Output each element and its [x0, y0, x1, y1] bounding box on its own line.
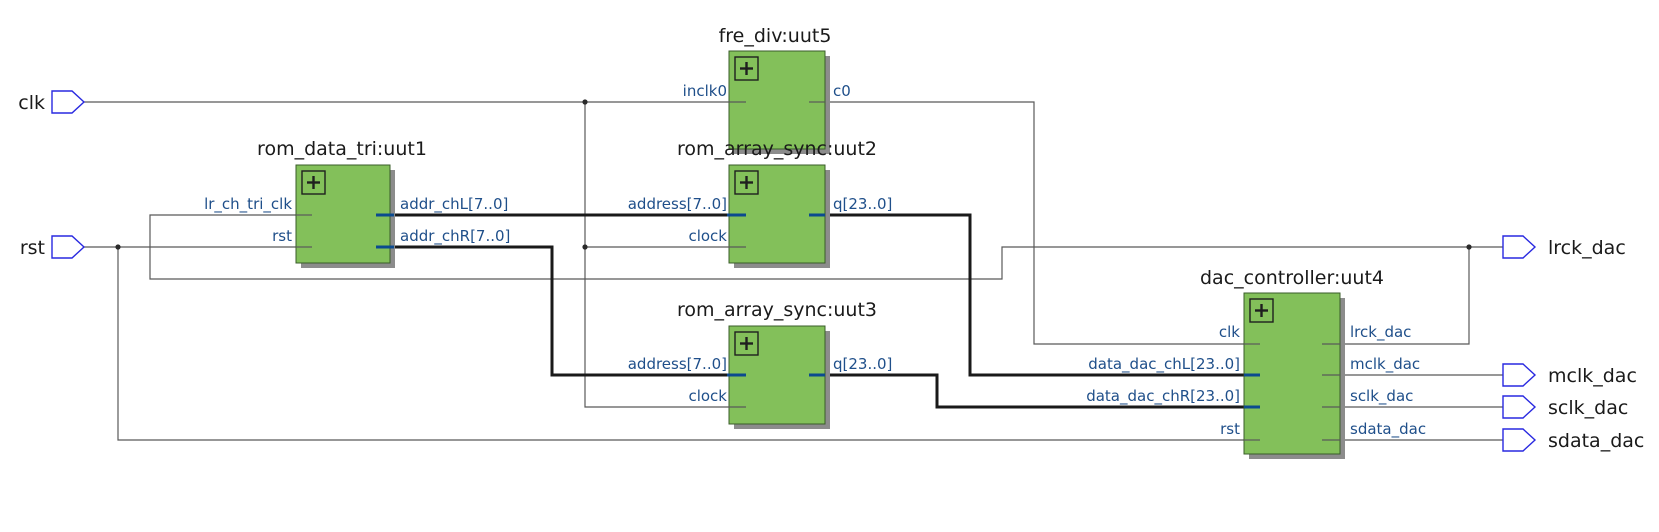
port-mclk-dac-label: mclk_dac — [1548, 365, 1637, 387]
buses — [394, 213, 1260, 409]
pin-sclk-dac: sclk_dac — [1350, 387, 1413, 406]
port-lrck-dac-label: lrck_dac — [1548, 237, 1626, 259]
pin-lr-ch-tri-clk: lr_ch_tri_clk — [204, 195, 292, 214]
junction-rst — [115, 244, 121, 250]
expand-icon[interactable] — [301, 170, 326, 195]
pin-addr-chR: addr_chR[7..0] — [400, 227, 510, 246]
wires — [82, 101, 1503, 441]
net-lrck-out — [1322, 246, 1503, 345]
net-rst-uut4 — [117, 247, 1260, 441]
expand-icon[interactable] — [734, 170, 759, 195]
pin-q: q[23..0] — [833, 195, 892, 213]
pin-sdata-dac: sdata_dac — [1350, 420, 1426, 439]
pin-q: q[23..0] — [833, 355, 892, 373]
output-port-mclk-dac[interactable]: mclk_dac — [1502, 363, 1637, 387]
block-fre-div-uut5[interactable]: fre_div:uut5 inclk0 c0 — [683, 25, 851, 154]
block-title: rom_data_tri:uut1 — [257, 138, 427, 160]
net-clk-branch — [584, 102, 727, 408]
pin-clk: clk — [1219, 323, 1240, 341]
port-rst-symbol — [51, 235, 86, 259]
expand-icon[interactable] — [734, 331, 759, 356]
port-clk-symbol — [51, 90, 86, 114]
junction-lrck — [1466, 244, 1472, 250]
net-lrck-feedback — [149, 214, 1469, 280]
bus-uut3-q — [825, 373, 1260, 409]
pin-data-dac-chR: data_dac_chR[23..0] — [1086, 387, 1240, 406]
pin-address: address[7..0] — [628, 195, 727, 213]
expand-icon[interactable] — [1249, 298, 1274, 323]
pin-rst: rst — [272, 227, 292, 245]
input-port-clk[interactable]: clk — [18, 90, 86, 114]
block-dac-controller-uut4[interactable]: dac_controller:uut4 clk data_dac_chL[23.… — [1086, 267, 1426, 459]
port-rst-label: rst — [20, 237, 45, 259]
pin-rst: rst — [1220, 420, 1240, 438]
junction-clk — [582, 99, 588, 105]
port-clk-label: clk — [18, 92, 45, 114]
port-mclk-dac-symbol — [1502, 363, 1537, 387]
block-title: rom_array_sync:uut3 — [677, 299, 877, 321]
pin-data-dac-chL: data_dac_chL[23..0] — [1088, 355, 1240, 374]
pin-clock: clock — [688, 387, 727, 405]
port-sclk-dac-label: sclk_dac — [1548, 397, 1628, 419]
block-rom-array-sync-uut2[interactable]: rom_array_sync:uut2 address[7..0] clock … — [628, 138, 893, 268]
output-port-sclk-dac[interactable]: sclk_dac — [1502, 395, 1628, 419]
block-rom-array-sync-uut3[interactable]: rom_array_sync:uut3 address[7..0] clock … — [628, 299, 893, 429]
bus-uut2-q — [825, 213, 1260, 377]
port-lrck-dac-symbol — [1502, 235, 1537, 259]
pin-c0: c0 — [833, 82, 851, 100]
pin-clock: clock — [688, 227, 727, 245]
output-port-sdata-dac[interactable]: sdata_dac — [1502, 428, 1644, 452]
port-sdata-dac-label: sdata_dac — [1548, 430, 1644, 452]
block-title: rom_array_sync:uut2 — [677, 138, 877, 160]
expand-icon[interactable] — [734, 56, 759, 81]
input-port-rst[interactable]: rst — [20, 235, 86, 259]
net-c0 — [825, 101, 1260, 345]
pin-addr-chL: addr_chL[7..0] — [400, 195, 508, 214]
junction-clk-uut2 — [582, 244, 588, 250]
port-sclk-dac-symbol — [1502, 395, 1537, 419]
bus-addr-chR — [394, 245, 727, 377]
block-title: fre_div:uut5 — [719, 25, 832, 47]
pin-lrck-dac: lrck_dac — [1350, 323, 1411, 342]
port-sdata-dac-symbol — [1502, 428, 1537, 452]
pin-inclk0: inclk0 — [683, 82, 727, 100]
output-port-lrck-dac[interactable]: lrck_dac — [1502, 235, 1626, 259]
pin-mclk-dac: mclk_dac — [1350, 355, 1420, 374]
pin-address: address[7..0] — [628, 355, 727, 373]
block-rom-data-tri-uut1[interactable]: rom_data_tri:uut1 lr_ch_tri_clk rst addr… — [204, 138, 510, 268]
junctions — [115, 99, 1472, 250]
block-title: dac_controller:uut4 — [1200, 267, 1384, 289]
